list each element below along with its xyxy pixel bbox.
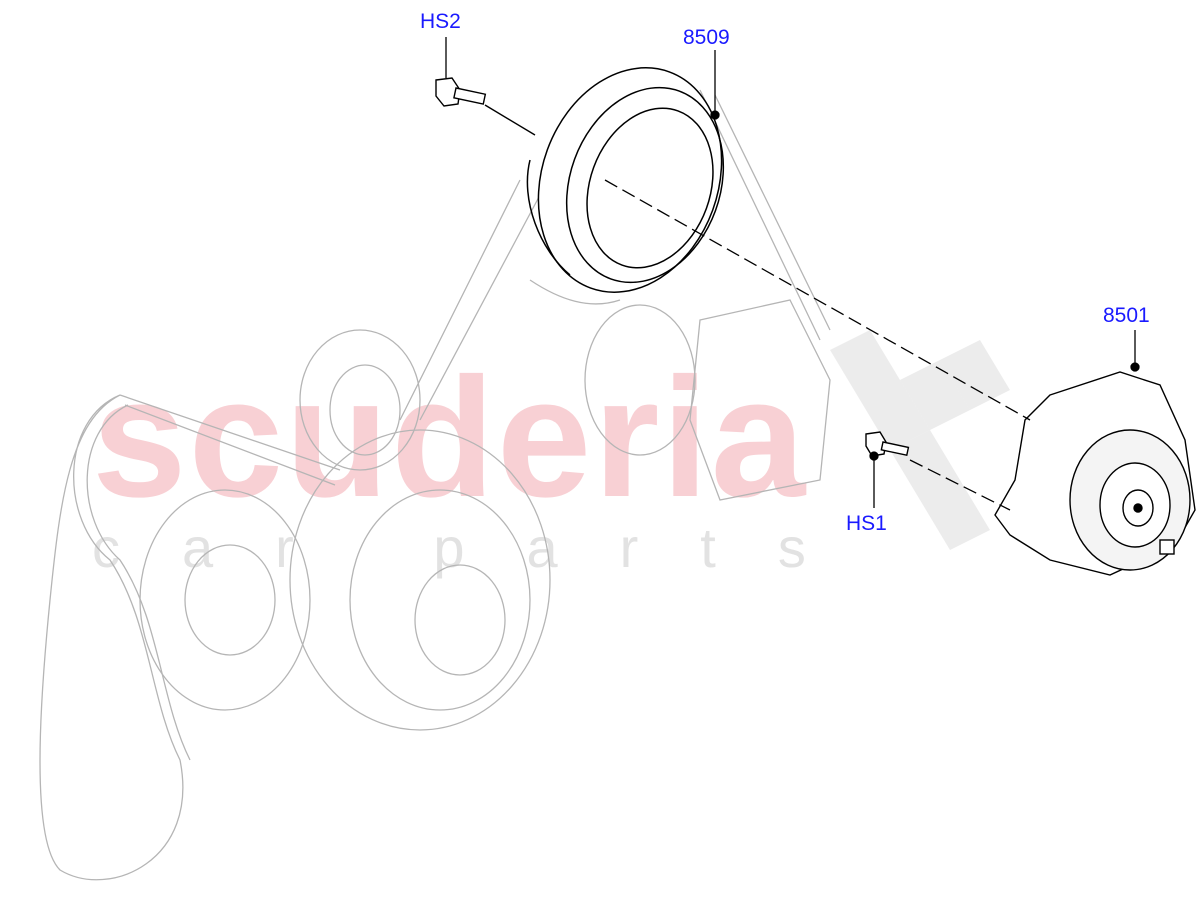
bolt-hs2	[435, 77, 536, 136]
callout-8509[interactable]: 8509	[683, 26, 730, 49]
leader-lines	[445, 37, 1140, 508]
callout-8501[interactable]: 8501	[1103, 304, 1150, 327]
assembly-axis-lines	[604, 179, 1031, 511]
belt-drive-ghost	[39, 89, 831, 881]
water-pump-8501	[994, 371, 1196, 576]
callout-hs2[interactable]: HS2	[420, 10, 461, 33]
checker-watermark	[830, 330, 1010, 550]
bolt-hs1	[865, 431, 910, 457]
callout-hs1[interactable]: HS1	[846, 512, 887, 535]
pulley-8509	[526, 67, 725, 293]
watermark-tagline: car parts	[92, 516, 868, 579]
